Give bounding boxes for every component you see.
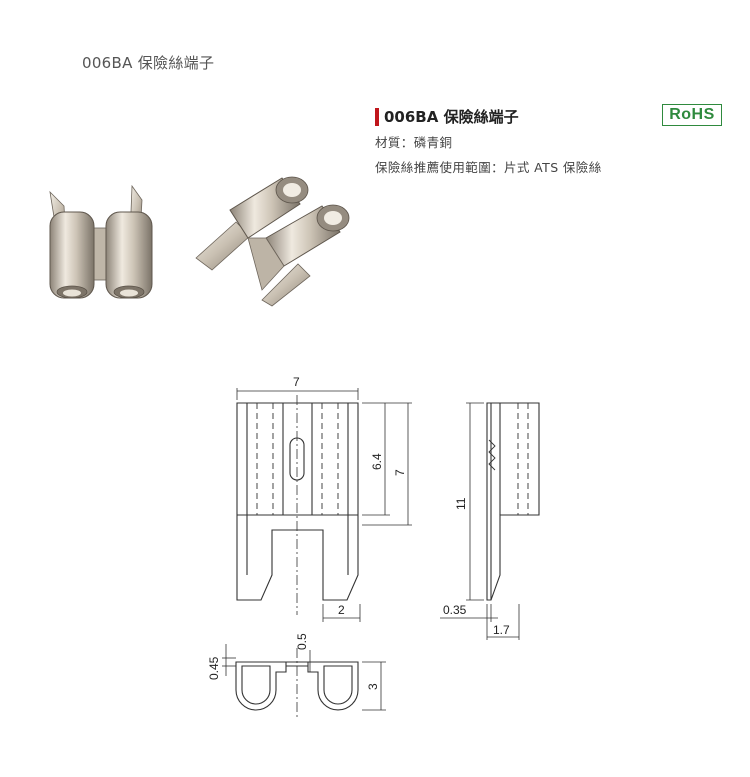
dim-gap-05: 0.5 <box>295 633 309 650</box>
front-view-drawing <box>236 388 412 622</box>
dim-height-11: 11 <box>454 497 468 510</box>
spec-usage: 保險絲推薦使用範圍：片式 ATS 保險絲 <box>375 160 602 175</box>
spec-material: 材質：磷青銅 <box>375 135 453 150</box>
page-title: 006BA 保險絲端子 <box>82 54 215 72</box>
end-view-drawing <box>222 644 386 718</box>
dim-width-top: 7 <box>293 375 300 389</box>
rohs-badge: RoHS <box>662 104 722 126</box>
side-view-drawing <box>440 402 540 640</box>
spec-panel: 006BA 保險絲端子 材質：磷青銅 保險絲推薦使用範圍：片式 ATS 保險絲 <box>375 108 735 176</box>
terminal-photo-angled <box>195 176 350 307</box>
dim-height-3: 3 <box>366 683 380 690</box>
terminal-photo-front <box>49 184 153 299</box>
spec-title: 006BA 保險絲端子 <box>375 108 735 126</box>
dim-gap-045: 0.45 <box>207 656 221 680</box>
dim-thickness-035: 0.35 <box>443 603 467 617</box>
dim-height-64: 6.4 <box>370 453 384 470</box>
dim-leg-2: 2 <box>338 603 345 617</box>
dim-depth-17: 1.7 <box>493 623 510 637</box>
dim-height-7: 7 <box>393 469 407 476</box>
